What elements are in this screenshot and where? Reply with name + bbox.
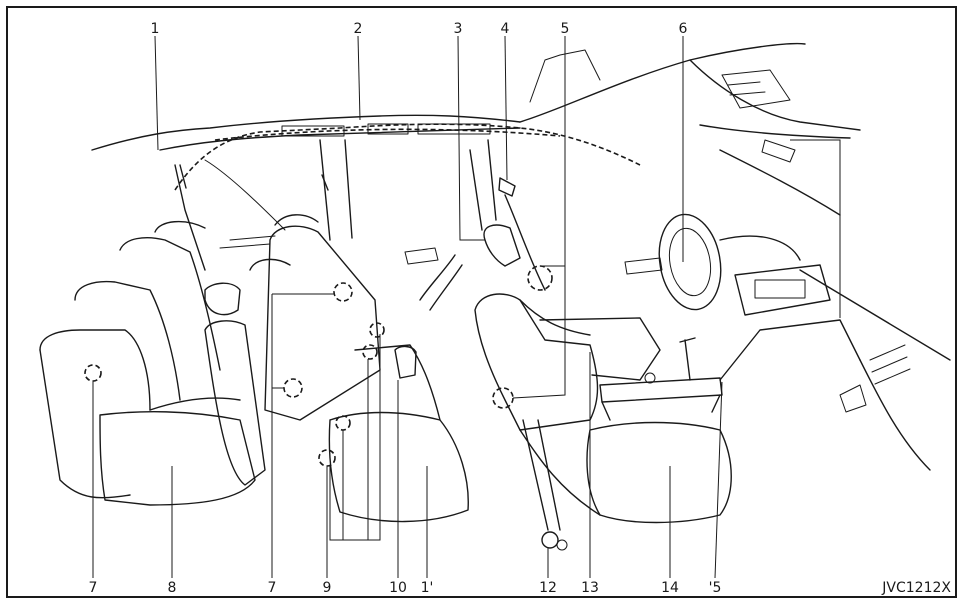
callout-11: 1' <box>420 580 434 596</box>
callout-4: 4 <box>500 21 510 37</box>
callout-8: 8 <box>167 580 177 596</box>
callout-5: 5 <box>560 21 570 37</box>
roof-outline <box>91 42 861 151</box>
callout-9: 9 <box>322 580 332 596</box>
leader-lines <box>92 35 841 579</box>
callout-7-center: 7 <box>267 580 277 596</box>
callout-6: 6 <box>678 21 688 37</box>
front-seats <box>474 224 732 524</box>
seatbelts <box>179 164 568 551</box>
callout-1: 1 <box>150 21 160 37</box>
callout-7-left: 7 <box>88 580 98 596</box>
door-panels <box>219 235 663 275</box>
airbag-sensor-markers <box>84 265 553 467</box>
figure-code: JVC1212X <box>882 580 951 596</box>
callout-2: 2 <box>353 21 363 37</box>
callout-12: 12 <box>539 580 557 596</box>
curtain-airbag-outline <box>174 123 641 191</box>
second-row-seat <box>204 214 469 523</box>
rear-seat <box>39 221 256 506</box>
callout-10: 10 <box>389 580 407 596</box>
pillars <box>174 139 497 271</box>
callout-15: '5 <box>708 580 722 596</box>
dashboard <box>658 69 951 471</box>
diagram-frame <box>6 6 957 598</box>
callout-13: 13 <box>581 580 599 596</box>
callout-3: 3 <box>453 21 463 37</box>
center-console <box>599 337 723 421</box>
callout-14: 14 <box>661 580 679 596</box>
